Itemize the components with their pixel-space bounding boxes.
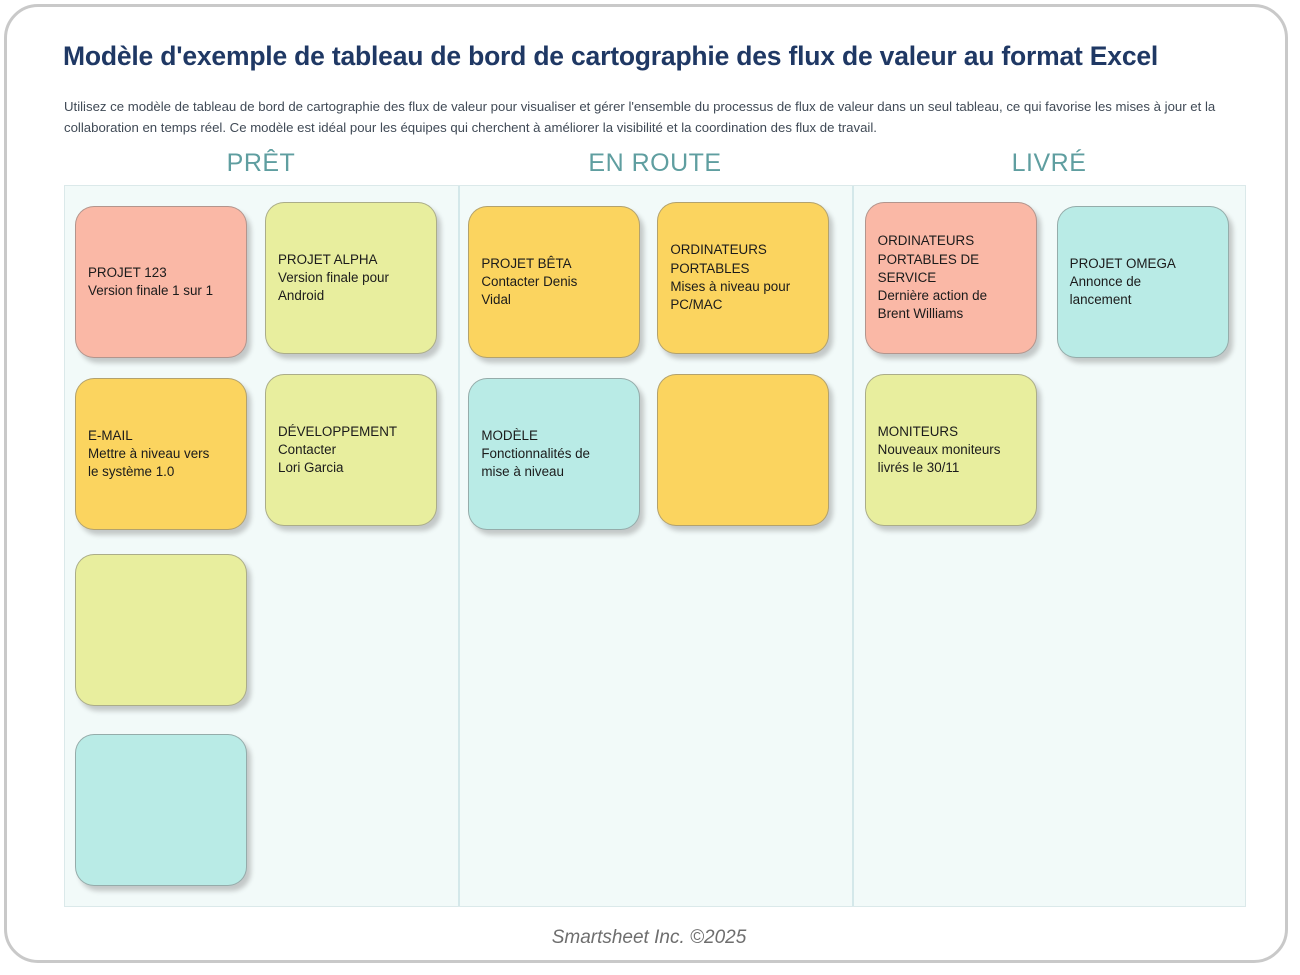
kanban-card-text: PROJET OMEGA Annonce de lancement bbox=[1069, 255, 1176, 308]
kanban-card-text: PROJET BÊTA Contacter Denis Vidal bbox=[481, 255, 578, 308]
kanban-card[interactable] bbox=[75, 734, 247, 886]
page-title: Modèle d'exemple de tableau de bord de c… bbox=[63, 41, 1159, 71]
column-header-in-progress: EN ROUTE bbox=[588, 149, 722, 177]
kanban-card-text: ORDINATEURS PORTABLES Mises à niveau pou… bbox=[670, 242, 791, 313]
kanban-card[interactable]: PROJET OMEGA Annonce de lancement bbox=[1056, 206, 1229, 358]
column-header-delivered: LIVRÉ bbox=[1011, 149, 1087, 177]
page-frame: Modèle d'exemple de tableau de bord de c… bbox=[4, 4, 1288, 963]
kanban-card-text: ORDINATEURS PORTABLES DE SERVICE Dernièr… bbox=[877, 233, 988, 322]
footer-copyright: Smartsheet Inc. ©2025 bbox=[551, 927, 747, 948]
kanban-card[interactable]: E-MAIL Mettre à niveau vers le système 1… bbox=[75, 378, 247, 530]
column-header-ready: PRÊT bbox=[226, 149, 296, 177]
kanban-card-text: E-MAIL Mettre à niveau vers le système 1… bbox=[88, 427, 210, 480]
kanban-card-text: PROJET 123 Version finale 1 sur 1 bbox=[88, 264, 214, 298]
kanban-card[interactable]: MONITEURS Nouveaux moniteurs livrés le 3… bbox=[864, 374, 1037, 526]
kanban-card-text: DÉVELOPPEMENT Contacter Lori Garcia bbox=[278, 423, 398, 476]
kanban-board: PROJET 123 Version finale 1 sur 1 PROJET … bbox=[64, 185, 1246, 907]
page-description: Utilisez ce modèle de tableau de bord de… bbox=[64, 99, 1216, 135]
board-column-ready[interactable]: PROJET 123 Version finale 1 sur 1 PROJET … bbox=[65, 186, 458, 906]
kanban-card[interactable]: ORDINATEURS PORTABLES Mises à niveau pou… bbox=[657, 202, 830, 354]
kanban-card-text: MODÈLE Fonctionnalités de mise à niveau bbox=[481, 427, 591, 480]
board-column-in-progress[interactable]: PROJET BÊTA Contacter Denis Vidal ORDINAT… bbox=[458, 186, 851, 906]
kanban-card[interactable]: DÉVELOPPEMENT Contacter Lori Garcia bbox=[265, 374, 437, 526]
board-column-delivered[interactable]: ORDINATEURS PORTABLES DE SERVICE Dernièr… bbox=[851, 186, 1245, 906]
kanban-card-text: PROJET ALPHA Version finale pour Android bbox=[278, 251, 389, 304]
kanban-card[interactable] bbox=[75, 554, 247, 706]
kanban-card[interactable]: PROJET BÊTA Contacter Denis Vidal bbox=[468, 206, 641, 358]
kanban-card[interactable]: MODÈLE Fonctionnalités de mise à niveau bbox=[468, 378, 641, 530]
kanban-card-text: MONITEURS Nouveaux moniteurs livrés le 3… bbox=[877, 423, 1001, 476]
kanban-card[interactable]: PROJET ALPHA Version finale pour Android bbox=[265, 202, 437, 354]
kanban-card[interactable]: PROJET 123 Version finale 1 sur 1 bbox=[75, 206, 247, 358]
kanban-card[interactable]: ORDINATEURS PORTABLES DE SERVICE Dernièr… bbox=[864, 202, 1037, 354]
kanban-card[interactable] bbox=[657, 374, 830, 526]
